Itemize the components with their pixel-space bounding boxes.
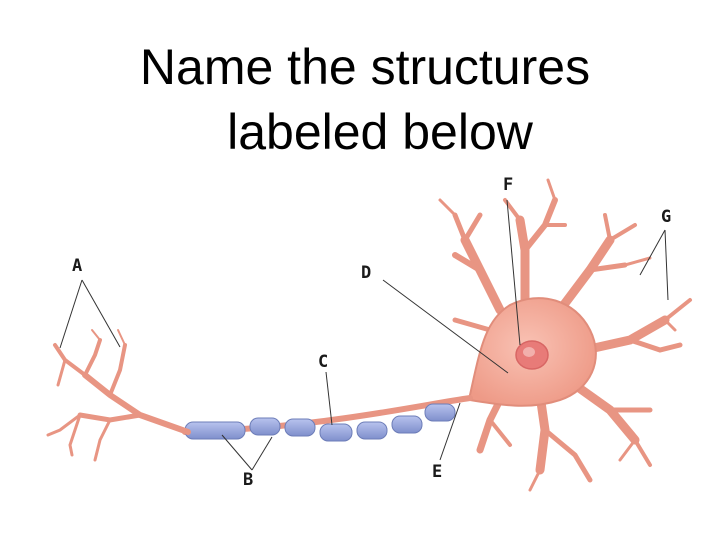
slide-title-line-2: labeled below <box>227 104 533 160</box>
axon-terminals <box>46 329 191 462</box>
nucleolus <box>523 347 535 357</box>
label-b: B <box>243 470 254 490</box>
label-e: E <box>432 462 443 482</box>
label-f: F <box>503 175 514 195</box>
leader-lines <box>59 199 669 471</box>
label-g: G <box>661 207 672 227</box>
myelin-sheath <box>184 403 456 442</box>
label-a: A <box>72 256 83 276</box>
label-d: D <box>361 263 372 283</box>
slide-title-line-1: Name the structures <box>139 39 591 95</box>
label-c: C <box>318 352 329 372</box>
